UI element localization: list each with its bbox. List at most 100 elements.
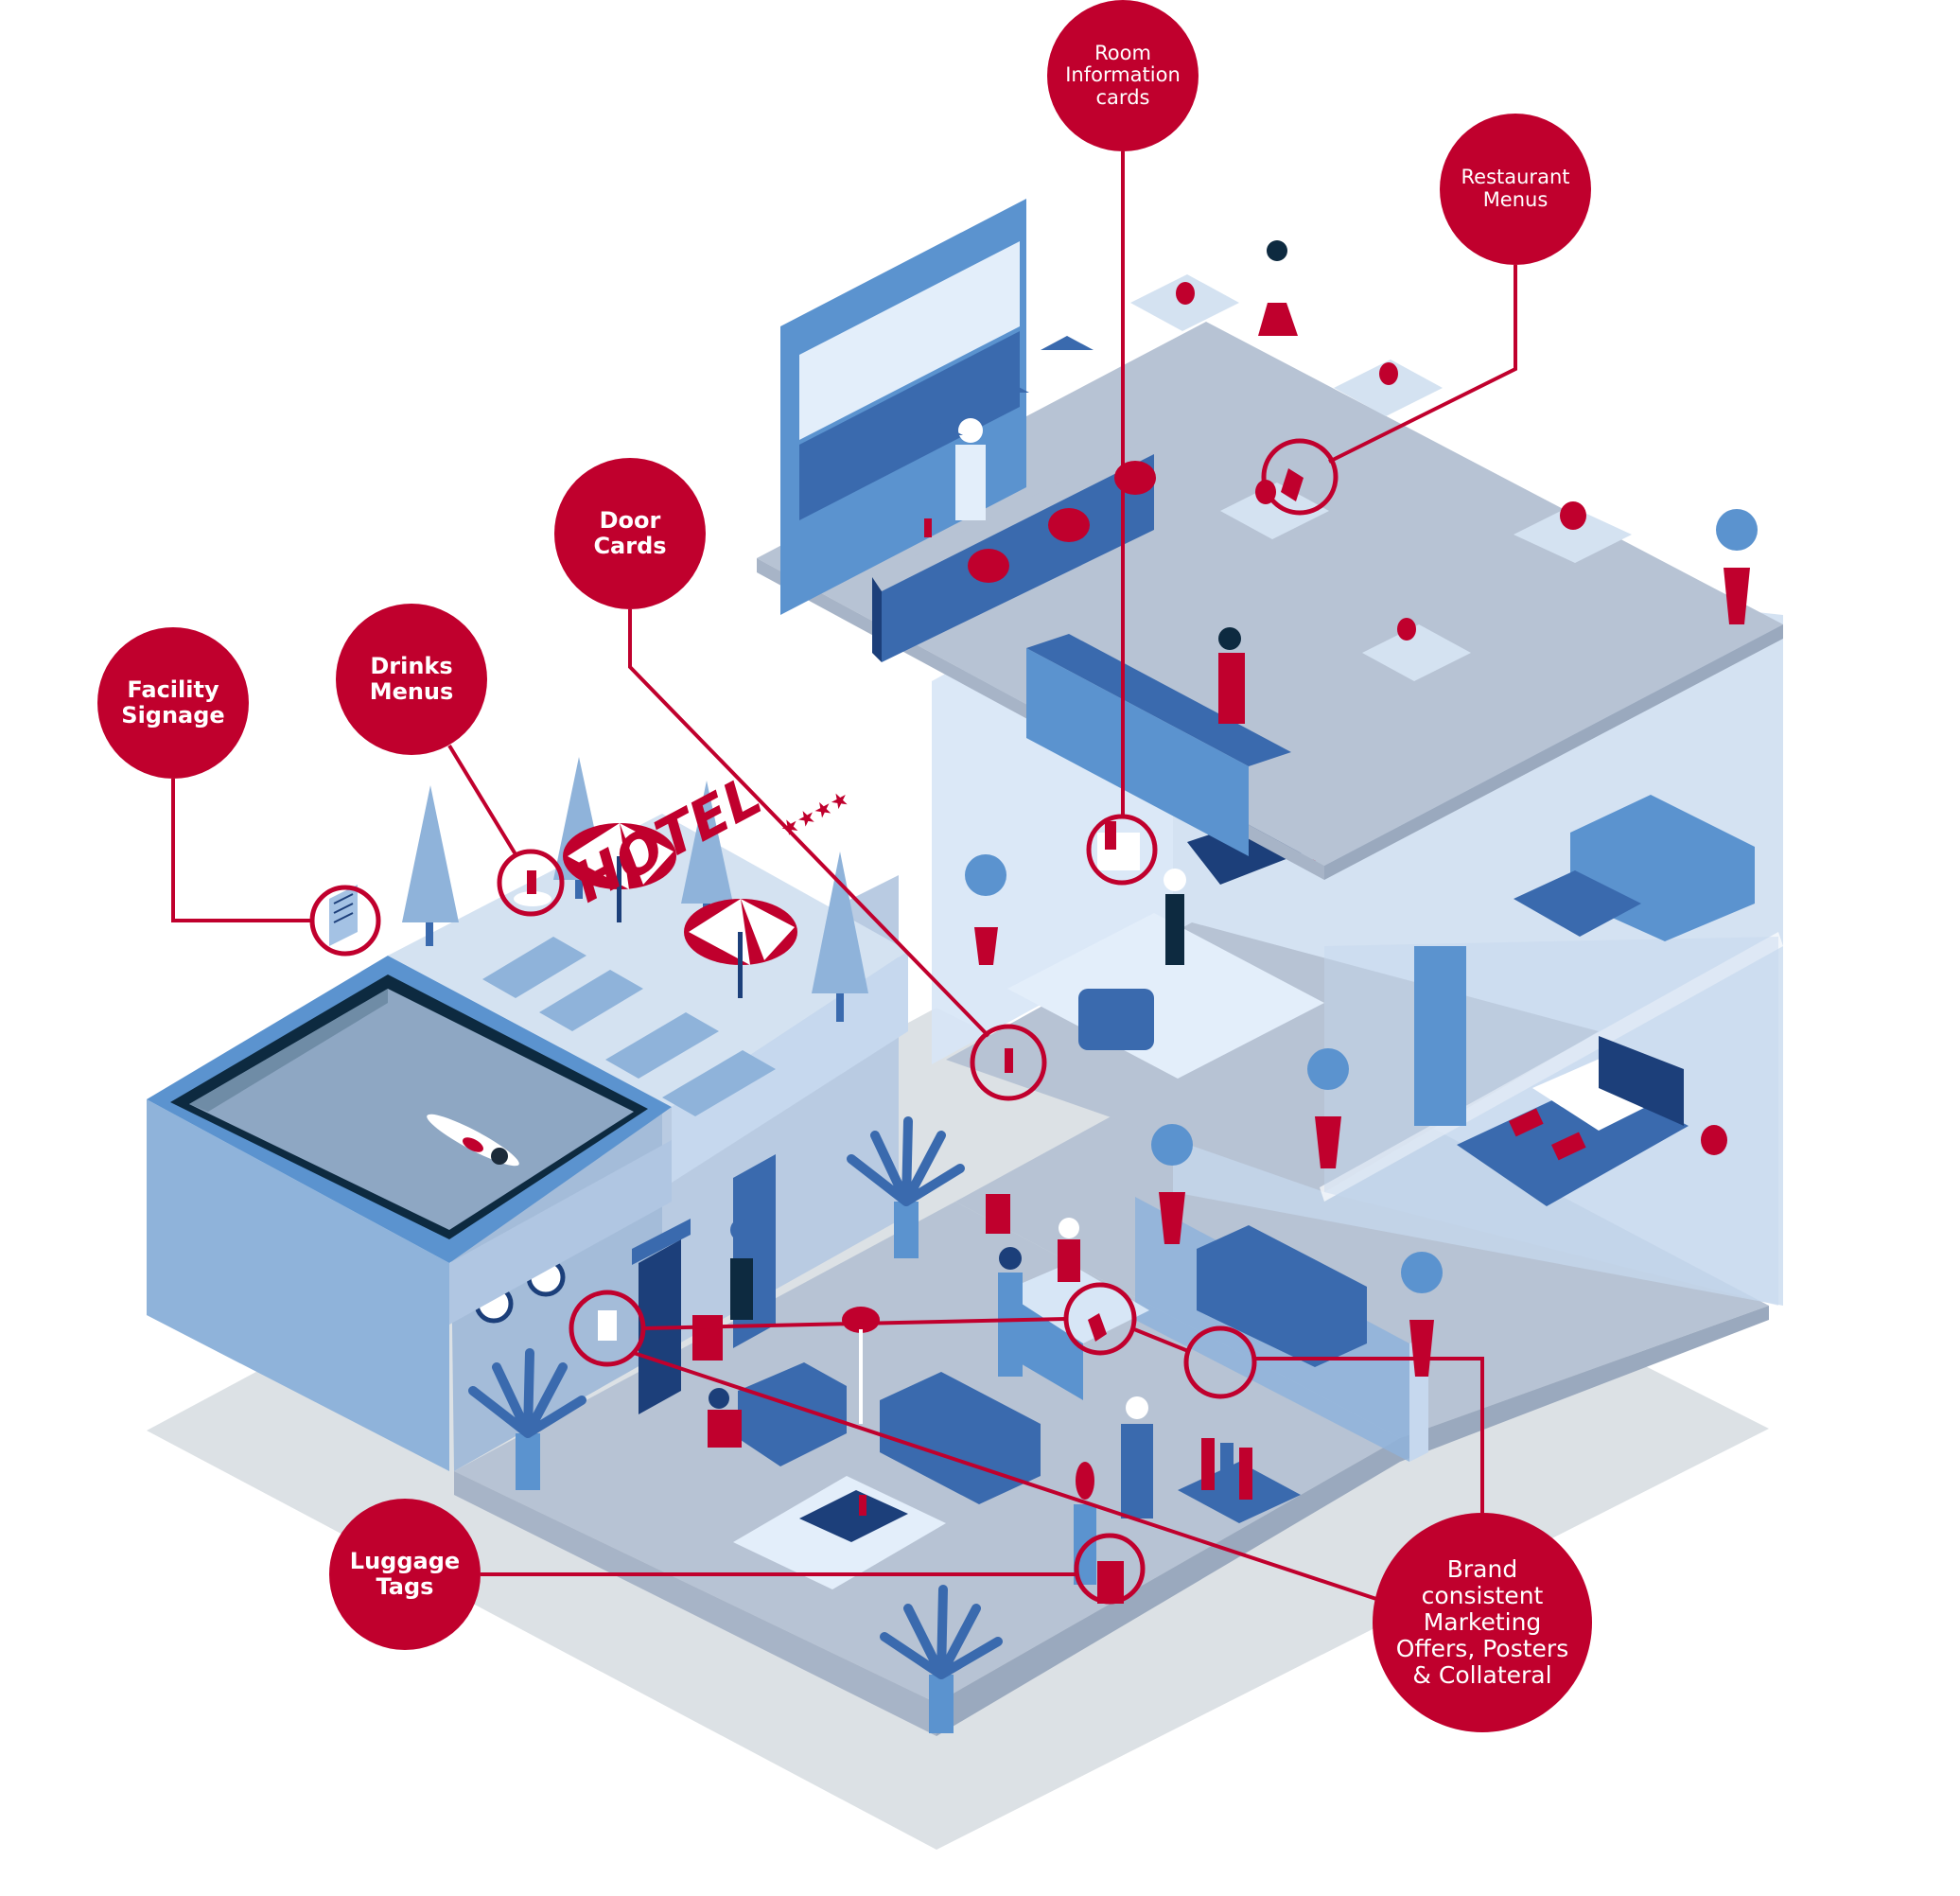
callout-drinks-menus (336, 604, 487, 755)
callout-circles (97, 0, 1592, 1732)
palm-tree (880, 1585, 1003, 1733)
guest-at-elevator (730, 1258, 753, 1320)
suitcase (692, 1315, 723, 1361)
pendant-lamp (1041, 336, 1094, 350)
hotel-sign-stars: ★★★★ (777, 786, 853, 842)
beach-umbrella (563, 823, 676, 922)
headboard (1599, 1036, 1684, 1126)
bellboy (1121, 1424, 1153, 1519)
marker-luggage-tags (1074, 1533, 1146, 1605)
potted-plant (965, 854, 1006, 965)
leader-line-door-cards (628, 609, 990, 1038)
bookshelf (1414, 946, 1466, 1126)
cypress-tree (402, 785, 459, 946)
sun-terrace (329, 757, 908, 1183)
callout-label-restaurant-menus: Restaurant Menus (1461, 166, 1570, 211)
callout-facility-signage (97, 627, 249, 779)
receptionist (1058, 1239, 1080, 1282)
sofa (738, 1362, 847, 1466)
marker-drinks-menus (497, 849, 565, 917)
sofa (1197, 1225, 1367, 1367)
callout-restaurant-menus (1440, 114, 1591, 265)
palm-tree (847, 1116, 965, 1258)
pendant-lamp (910, 421, 963, 435)
lobby (468, 1116, 1367, 1733)
room-info-card (1105, 821, 1116, 850)
marker-reception-brochures (1063, 1282, 1137, 1356)
waitress (1258, 303, 1298, 336)
rooftop-pool (147, 956, 672, 1471)
leader-line-brand-1 (1254, 1357, 1484, 1513)
hostess (1218, 653, 1245, 724)
marker-restaurant-menus (1261, 438, 1339, 516)
dining-table (1362, 618, 1471, 681)
callout-label-drinks-menus: Drinks Menus (369, 653, 454, 705)
brochure-stand (1088, 1313, 1107, 1342)
leader-line-facility-signage (171, 779, 312, 922)
bar-stool (1048, 508, 1090, 542)
guest (998, 1273, 1023, 1377)
sun-lounger (539, 970, 643, 1031)
marker-door-cards (970, 1024, 1047, 1101)
bar-counter (872, 440, 1154, 591)
coffee-table (799, 1490, 908, 1542)
leader-line-brand-3 (1133, 1327, 1189, 1353)
floor-lamp (842, 1307, 880, 1333)
nightstand (1097, 833, 1140, 870)
marker-room-information-cards (1086, 814, 1158, 886)
wall-poster (986, 1194, 1010, 1234)
potted-plant (1724, 568, 1750, 624)
side-table (514, 891, 551, 906)
coffee-table (1514, 870, 1641, 937)
rug (1007, 913, 1324, 1079)
marker-facility-signage (309, 885, 381, 957)
marker-elevator-sign (569, 1290, 646, 1367)
restaurant (1026, 240, 1758, 856)
dining-table (1130, 274, 1239, 331)
callout-label-room-information-cards: Room Information cards (1065, 41, 1181, 109)
sun-lounger (482, 937, 586, 998)
callout-room-information-cards (1047, 0, 1199, 151)
guest-suite (932, 549, 1783, 1306)
callout-label-luggage-tags: Luggage Tags (349, 1548, 461, 1600)
callout-door-cards (554, 458, 706, 609)
dining-table (1334, 360, 1443, 416)
sun-lounger (605, 1012, 719, 1079)
callout-brand-marketing (1373, 1513, 1592, 1732)
leader-line-restaurant-menus (1328, 265, 1517, 464)
potted-plant (1307, 1048, 1349, 1168)
buffet-counter (1026, 634, 1291, 766)
leader-lines (171, 151, 1517, 1601)
beach-umbrella (684, 899, 797, 998)
housekeeper (1165, 894, 1184, 965)
bar-stool (1114, 461, 1156, 495)
facility-sign (329, 885, 358, 946)
bartender (955, 445, 986, 520)
callout-label-brand-marketing: Brand consistent Marketing Offers, Poste… (1395, 1555, 1569, 1689)
sun-lounger (662, 1050, 776, 1116)
leader-line-brand-2 (642, 1317, 1067, 1330)
leader-line-drinks-menus (447, 744, 517, 856)
lamp (1701, 1125, 1727, 1155)
leader-line-brand-4 (633, 1351, 1377, 1601)
callout-label-facility-signage: Facility Signage (121, 676, 225, 729)
door-card (1005, 1048, 1013, 1073)
reception-desk (1003, 1263, 1149, 1343)
bar (780, 199, 1156, 662)
dining-table (1514, 501, 1632, 563)
armchair (1078, 989, 1154, 1050)
drinks-menu-card (924, 518, 932, 537)
brochure (859, 1495, 866, 1516)
elevator-info-sign (598, 1310, 617, 1341)
sofa (880, 1372, 1041, 1504)
callout-luggage-tags (329, 1499, 481, 1650)
marker-lobby-poster (1183, 1325, 1257, 1399)
marker-rings (309, 438, 1339, 1605)
suitcase (1097, 1561, 1124, 1604)
pendant-lamp (976, 378, 1029, 393)
callout-label-door-cards: Door Cards (593, 507, 667, 559)
guest-with-laptop (708, 1410, 742, 1448)
potted-plant (1401, 1252, 1443, 1377)
drinks-menu-card (527, 870, 536, 894)
